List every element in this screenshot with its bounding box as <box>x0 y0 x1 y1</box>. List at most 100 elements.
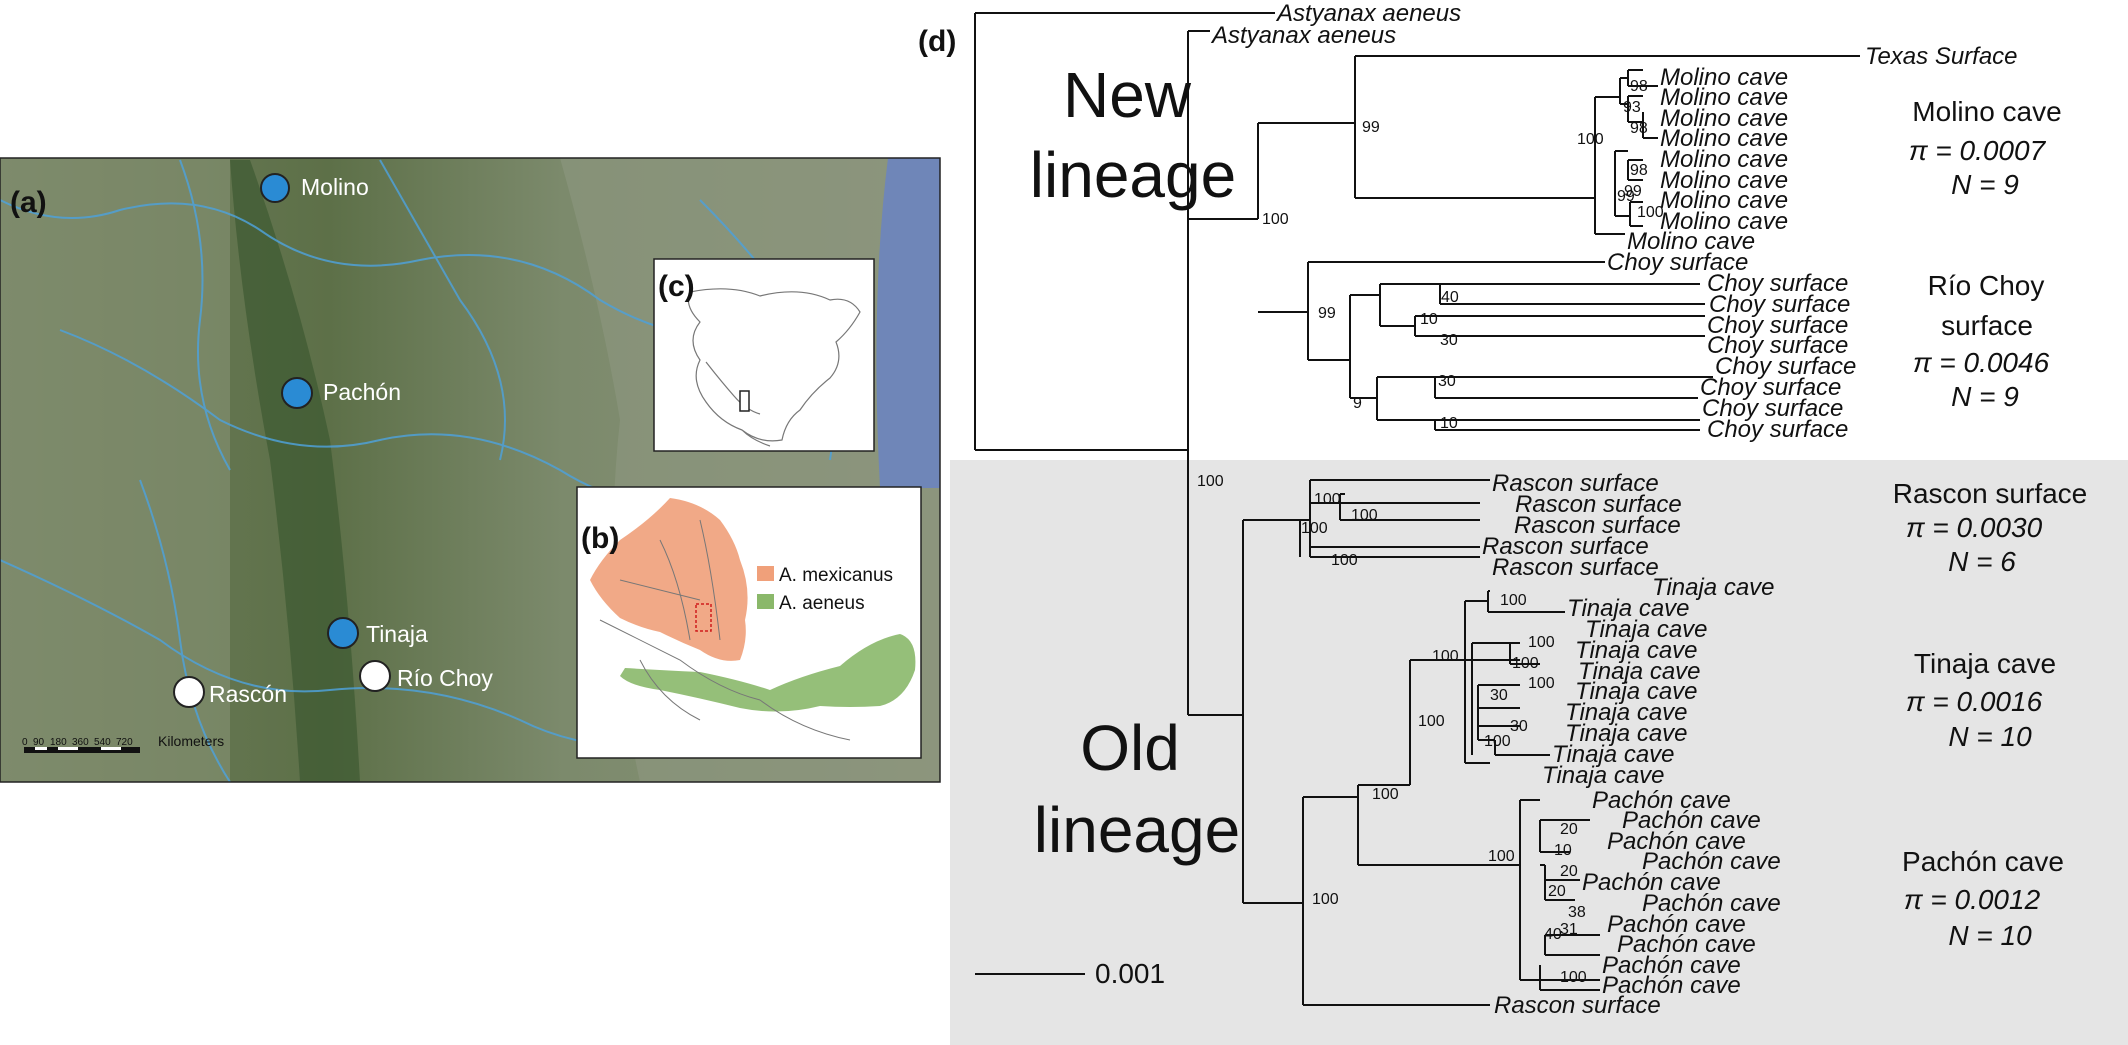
tip-label: Molino cave <box>1627 228 1755 255</box>
site-label: Río Choy <box>397 665 493 691</box>
site-molino: Molino <box>260 173 369 203</box>
population-name: surface <box>1941 310 2033 341</box>
support-value: 100 <box>1528 634 1555 651</box>
support-value: 100 <box>1197 473 1224 490</box>
tip-label: Pachón cave <box>1607 828 1746 855</box>
support-value: 100 <box>1312 891 1339 908</box>
mountain-range <box>230 160 360 782</box>
support-value: 100 <box>1262 211 1289 228</box>
range-aeneus <box>620 634 916 712</box>
tip-label: Molino cave <box>1660 146 1788 173</box>
lineage-label-old: Old <box>1080 712 1180 784</box>
tree-branch <box>1242 715 1520 1006</box>
scale-tick-label: 0 <box>22 737 28 748</box>
tip-label: Tinaja cave <box>1565 720 1688 747</box>
old-lineage-background <box>950 460 2128 1045</box>
scale-tick-label: 90 <box>33 737 45 748</box>
support-value: 100 <box>1351 507 1378 524</box>
tip-label: Tinaja cave <box>1567 595 1690 622</box>
tip-label: Molino cave <box>1660 64 1788 91</box>
lineage-label-new: lineage <box>1030 139 1236 211</box>
tip-label: Pachón cave <box>1592 787 1731 814</box>
support-value: 20 <box>1560 821 1578 838</box>
tree-branch <box>1354 55 1860 199</box>
support-value: 40 <box>1544 926 1562 943</box>
support-value: 100 <box>1418 713 1445 730</box>
support-value: 10 <box>1440 415 1458 432</box>
tip-label: Rascon surface <box>1492 470 1659 497</box>
site-marker <box>260 173 290 203</box>
support-value: 100 <box>1500 592 1527 609</box>
support-value: 100 <box>1488 848 1515 865</box>
tip-label: Tinaja cave <box>1542 762 1665 789</box>
tip-label: Choy surface <box>1707 270 1848 297</box>
tip-label: Pachón cave <box>1642 848 1781 875</box>
population-name: Molino cave <box>1912 96 2061 127</box>
support-value: 100 <box>1512 655 1539 672</box>
site-marker <box>327 617 359 649</box>
scale-bar-segment <box>24 747 140 753</box>
range-mexicanus <box>590 498 748 661</box>
tip-label: Texas Surface <box>1865 43 2018 70</box>
tree-branch <box>1594 69 1658 235</box>
tip-label: Astyanax aeneus <box>1210 22 1396 49</box>
support-value: 10 <box>1554 842 1572 859</box>
site-label: Pachón <box>323 379 401 405</box>
support-value: 31 <box>1560 921 1578 938</box>
support-value: 38 <box>1568 904 1586 921</box>
tip-label: Molino cave <box>1660 105 1788 132</box>
support-value: 100 <box>1331 552 1358 569</box>
tree-branch <box>1187 122 1355 715</box>
population-name: Pachón cave <box>1902 846 2064 877</box>
site-label: Rascón <box>209 681 287 707</box>
tree-tip-labels: Astyanax aeneus Astyanax aeneus Texas Su… <box>1210 0 2018 1019</box>
inset-frame <box>576 486 922 759</box>
population-pi: π = 0.0046 <box>1913 347 2050 378</box>
population-n: N = 9 <box>1951 169 2019 200</box>
site-label: Tinaja <box>366 621 428 647</box>
scale-tick-label: 720 <box>116 737 133 748</box>
study-area-box <box>695 603 712 632</box>
support-value: 99 <box>1624 183 1642 200</box>
support-value: 20 <box>1560 863 1578 880</box>
tip-label: Choy surface <box>1715 353 1856 380</box>
support-value: 10 <box>1420 311 1438 328</box>
support-value: 100 <box>1528 675 1555 692</box>
tip-label: Molino cave <box>1660 84 1788 111</box>
population-n: N = 10 <box>1948 721 2032 752</box>
support-value: 93 <box>1623 99 1641 116</box>
support-value: 30 <box>1510 718 1528 735</box>
population-pi: π = 0.0012 <box>1904 884 2041 915</box>
panel-label-d: (d) <box>918 25 956 58</box>
state-boundaries <box>599 519 851 741</box>
support-value: 100 <box>1301 520 1328 537</box>
site-rio-choy: Río Choy <box>359 660 493 692</box>
tip-label: Pachón cave <box>1602 972 1741 999</box>
population-stats: Molino cave π = 0.0007 N = 9 Río Choy su… <box>1893 96 2088 951</box>
population-name: Rascon surface <box>1893 478 2088 509</box>
lineage-label-new: New <box>1063 59 1192 131</box>
lineage-label-old: lineage <box>1034 794 1240 866</box>
population-name: Tinaja cave <box>1914 648 2056 679</box>
population-n: N = 10 <box>1948 920 2032 951</box>
tip-label: Tinaja cave <box>1585 616 1708 643</box>
legend-swatch-mexicanus <box>757 566 774 581</box>
tip-label: Choy surface <box>1707 312 1848 339</box>
inset-study-area-box <box>739 390 750 412</box>
legend-label-mexicanus: A. mexicanus <box>779 565 893 586</box>
tree-branch <box>1350 376 1713 431</box>
inset-species-range: (b) A. mexicanus A. aeneus <box>576 486 922 759</box>
tip-label: Rascon surface <box>1494 992 1661 1019</box>
panel-label-b: (b) <box>581 522 619 555</box>
tree-panel: (d) New lineage Old lineage Astyanax aen… <box>918 0 2128 1045</box>
tip-label: Astyanax aeneus <box>1275 0 1461 27</box>
support-value: 100 <box>1560 969 1587 986</box>
tip-label: Pachón cave <box>1602 952 1741 979</box>
population-n: N = 9 <box>1951 381 2019 412</box>
site-marker <box>359 660 391 692</box>
scale-unit: Kilometers <box>158 733 224 749</box>
scale-tick-label: 540 <box>94 737 111 748</box>
support-value: 100 <box>1637 204 1664 221</box>
support-value: 9 <box>1353 395 1362 412</box>
support-value: 98 <box>1630 162 1648 179</box>
